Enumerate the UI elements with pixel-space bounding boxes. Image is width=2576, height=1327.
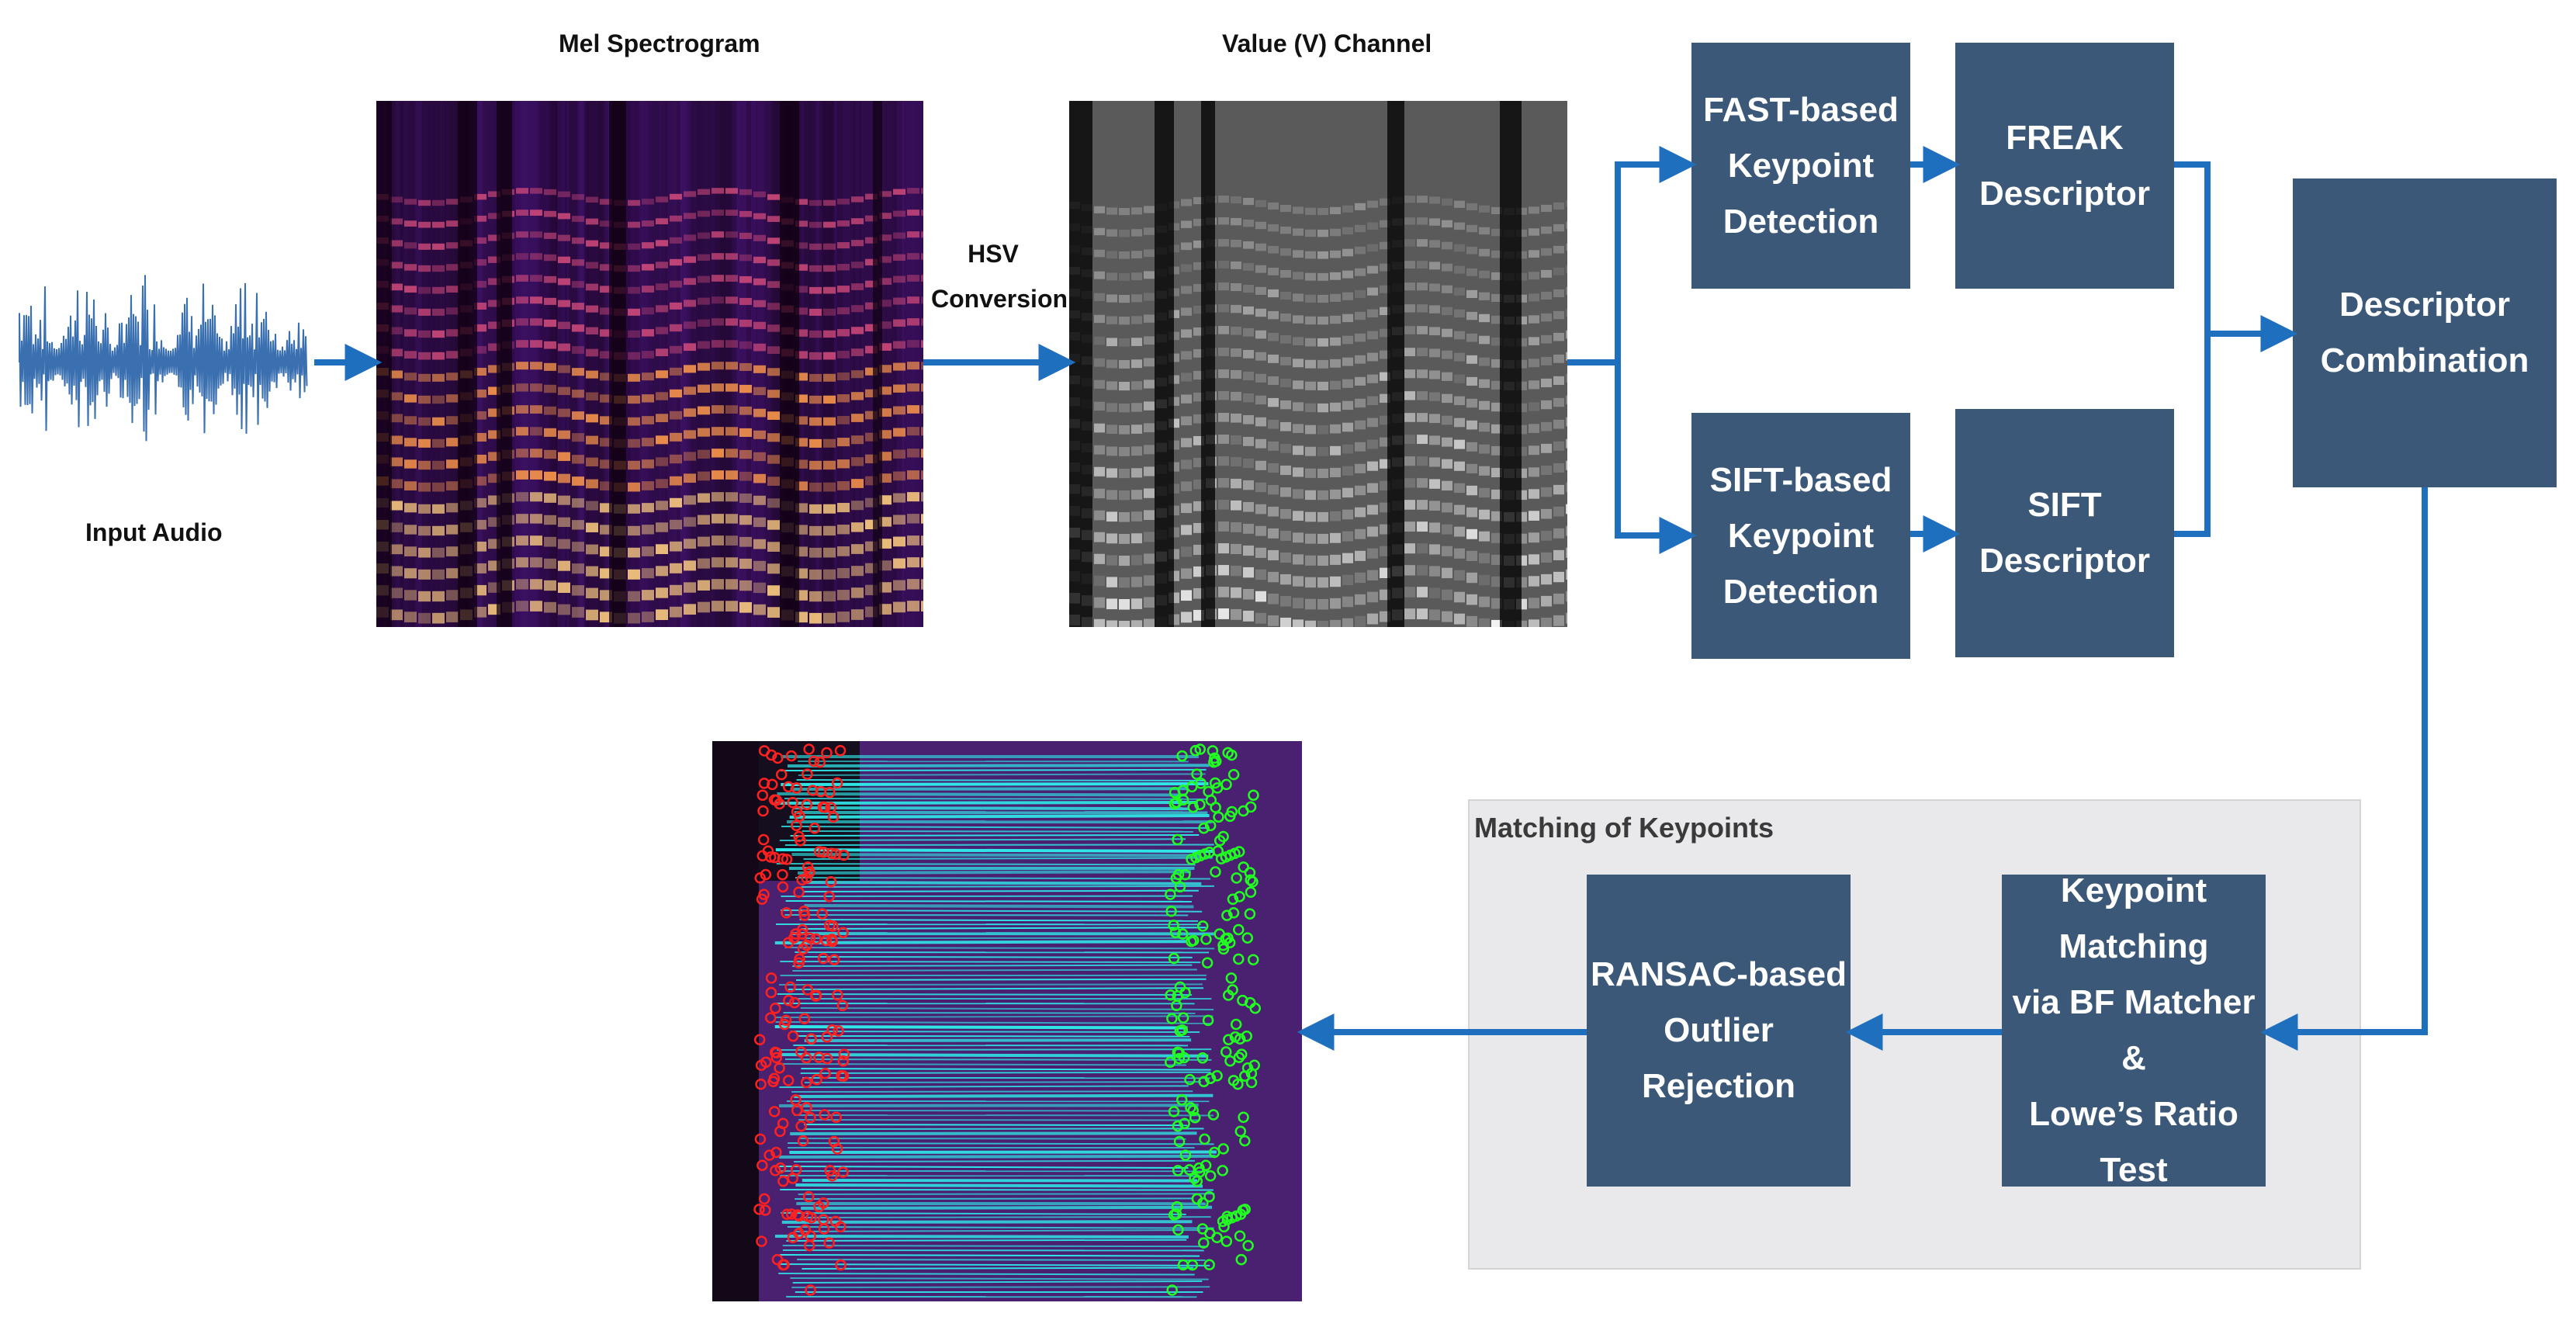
sift-keypoint-detection-text: SIFT-based Keypoint Detection [1709, 460, 1892, 611]
fast-keypoint-detection-text: FAST-based Keypoint Detection [1703, 90, 1899, 241]
sift-descriptor-box: SIFT Descriptor [1955, 409, 2174, 657]
input-audio-label: Input Audio [85, 518, 223, 546]
hsv-conversion-label: HSV Conversion [931, 240, 1068, 313]
sift-keypoint-detection-box: SIFT-based Keypoint Detection [1691, 413, 1910, 659]
arrow-value-to-sift [1615, 362, 1697, 554]
value-channel-image [1069, 101, 1567, 627]
keypoint-matching-text: Keypoint Matching via BF Matcher & Lowe’… [2012, 871, 2256, 1189]
keypoint-match-result-image [712, 741, 1302, 1301]
keypoint-matching-box: Keypoint Matching via BF Matcher & Lowe’… [2002, 871, 2266, 1189]
arrow-value-to-fast [1567, 146, 1697, 366]
mel-spectrogram-image [376, 101, 923, 627]
ransac-outlier-rejection-box: RANSAC-based Outlier Rejection [1587, 875, 1851, 1187]
sift-descriptor-text: SIFT Descriptor [1979, 486, 2151, 580]
mel-spectrogram-label: Mel Spectrogram [559, 29, 760, 57]
fast-keypoint-detection-box: FAST-based Keypoint Detection [1691, 43, 1910, 289]
descriptor-combination-text: Descriptor Combination [2320, 286, 2529, 379]
ransac-outlier-rejection-text: RANSAC-based Outlier Rejection [1590, 955, 1847, 1105]
freak-descriptor-text: FREAK Descriptor [1979, 118, 2151, 213]
arrow-freak-to-combination [2174, 161, 2211, 537]
value-channel-label: Value (V) Channel [1222, 29, 1432, 57]
matching-of-keypoints-title: Matching of Keypoints [1474, 812, 1774, 844]
descriptor-combination-box: Descriptor Combination [2293, 178, 2557, 487]
freak-descriptor-box: FREAK Descriptor [1955, 43, 2174, 289]
